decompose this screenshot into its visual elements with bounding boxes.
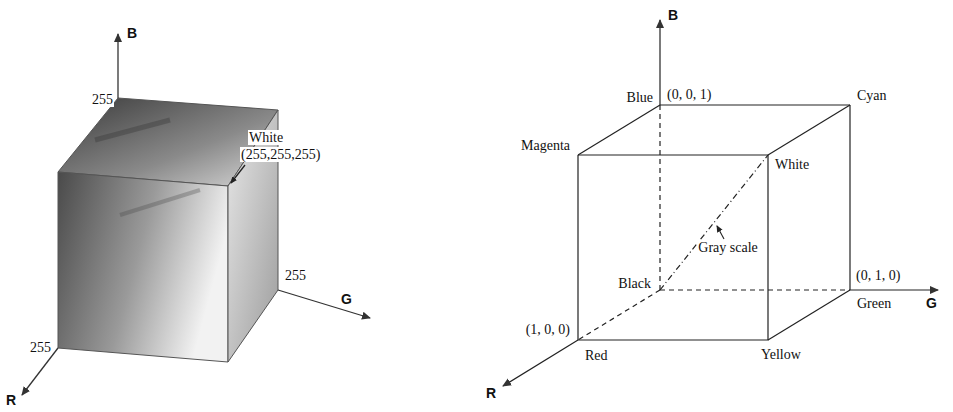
axis-label: R (485, 386, 497, 401)
rgb-value: (0, 1, 0) (855, 268, 901, 283)
axis-label: B (126, 26, 138, 41)
leader-arrow (717, 226, 724, 239)
axis-lines (503, 20, 938, 386)
color-name: White (774, 157, 810, 172)
shaded-cube (58, 98, 278, 362)
axis-label: B (667, 8, 679, 23)
axis-lines (22, 34, 370, 395)
axis-label: G (340, 292, 353, 307)
color-name: Green (856, 296, 892, 311)
leader-arrow (231, 165, 245, 183)
rgb-value: (1, 0, 0) (525, 322, 571, 337)
color-name: Blue (626, 90, 654, 105)
axis-value: 255 (284, 268, 307, 283)
axis-value: 255 (91, 92, 114, 107)
color-name: Cyan (856, 88, 888, 103)
axis-value: 255 (29, 340, 52, 355)
axis-label: G (925, 296, 938, 311)
color-name: White (248, 130, 284, 145)
axis-label: R (5, 393, 17, 408)
rgb-value: (255,255,255) (240, 147, 321, 162)
color-name: Black (617, 276, 652, 291)
wireframe-cube (578, 105, 850, 340)
rgb-value: (0, 0, 1) (666, 87, 712, 102)
color-name: Yellow (760, 347, 802, 362)
color-name: Red (584, 348, 609, 363)
gray-scale-label: Gray scale (697, 240, 758, 255)
color-name: Magenta (520, 138, 571, 153)
